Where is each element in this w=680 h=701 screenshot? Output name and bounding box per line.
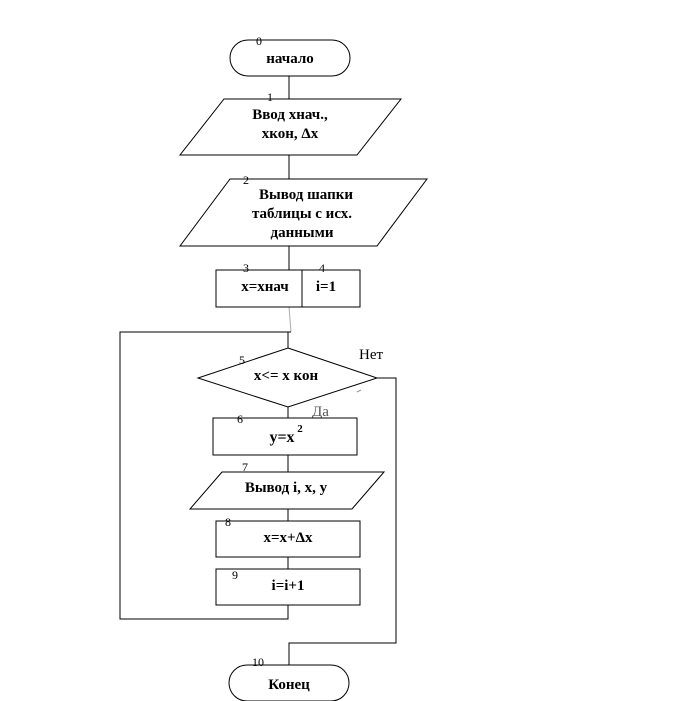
block-number: 4 bbox=[319, 261, 325, 275]
increment-x-block: 8 х=х+Δх bbox=[215, 515, 361, 558]
block-text-line: i=1 bbox=[316, 279, 336, 295]
increment-i-block: 9 i=i+1 bbox=[215, 568, 361, 606]
block-number: 5 bbox=[239, 353, 245, 367]
block-number: 2 bbox=[243, 173, 249, 187]
block-text-line: хкон, Δх bbox=[262, 126, 319, 142]
block-text-line: Ввод хнач., bbox=[252, 107, 328, 123]
start-terminal: 0 начало bbox=[229, 34, 351, 77]
block-number: 8 bbox=[225, 515, 231, 529]
block-text-line: х=х+Δх bbox=[264, 530, 313, 546]
terminal-label: начало bbox=[266, 51, 314, 67]
output-row-block: 7 Вывод i, x, y bbox=[188, 460, 386, 510]
formula-base: y=x bbox=[269, 429, 294, 446]
block-number: 3 bbox=[243, 261, 249, 275]
block-text-line: данными bbox=[271, 225, 334, 241]
block-text-line: Вывод i, x, y bbox=[245, 480, 328, 496]
init-x-block: 3 х=хнач bbox=[215, 261, 303, 308]
branch-no-label: Нет bbox=[359, 347, 383, 363]
block-number: 0 bbox=[256, 34, 262, 48]
decision-block: 5 х<= х кон bbox=[196, 347, 379, 408]
block-text-line: х<= х кон bbox=[254, 368, 319, 384]
branch-yes-label: Да bbox=[312, 404, 329, 420]
output-header-block: 2 Вывод шапки таблицы с исх. данными bbox=[179, 173, 428, 247]
connectors bbox=[119, 76, 397, 665]
terminal-label: Конец bbox=[268, 677, 310, 693]
end-terminal: 10 Конец bbox=[228, 655, 350, 701]
compute-y-block: 6 y=x 2 bbox=[212, 412, 358, 456]
init-i-block: 4 i=1 bbox=[301, 261, 361, 308]
block-number: 7 bbox=[242, 460, 248, 474]
block-number: 9 bbox=[232, 568, 238, 582]
block-number: 1 bbox=[267, 90, 273, 104]
block-number: 6 bbox=[237, 412, 243, 426]
input-block: 1 Ввод хнач., хкон, Δх bbox=[178, 90, 403, 156]
block-text-line: х=хнач bbox=[241, 279, 289, 295]
formula-exponent: 2 bbox=[297, 423, 303, 435]
block-text-line: Вывод шапки bbox=[259, 187, 353, 203]
block-text-line: таблицы с исх. bbox=[252, 206, 352, 222]
block-text-line: i=i+1 bbox=[272, 578, 305, 594]
block-number: 10 bbox=[252, 655, 264, 669]
